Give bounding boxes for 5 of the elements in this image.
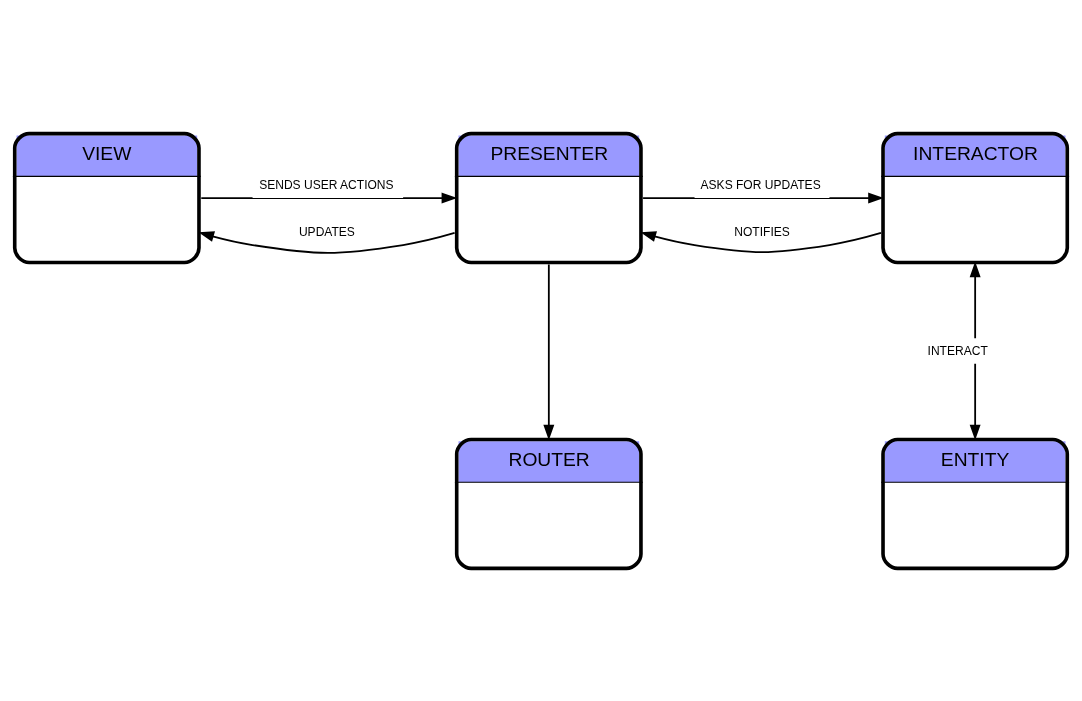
- edge-label: SENDS USER ACTIONS: [259, 177, 394, 192]
- edge-label: ASKS FOR UPDATES: [700, 177, 821, 192]
- edge-label: UPDATES: [298, 224, 355, 239]
- edge-label: NOTIFIES: [734, 224, 790, 239]
- edge-label: INTERACT: [927, 343, 988, 358]
